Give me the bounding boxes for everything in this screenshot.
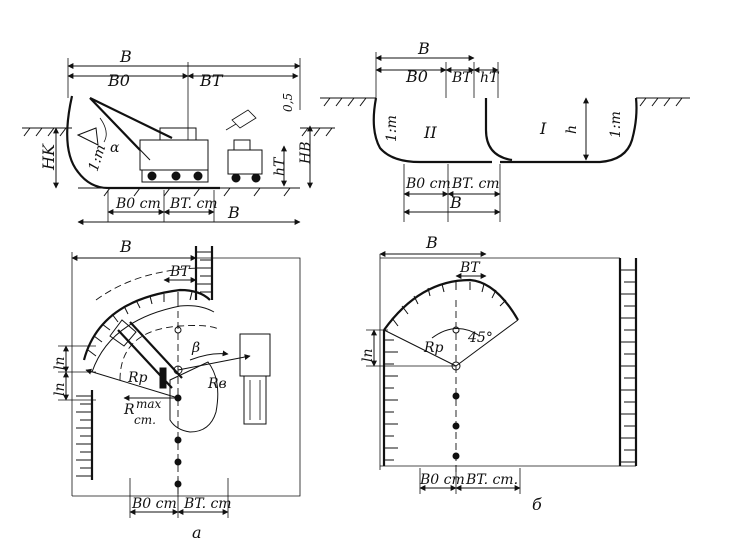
truck-plan — [239, 333, 271, 425]
label-plan-b-digging-radius: Rp — [423, 340, 444, 356]
ground-line-left — [22, 127, 335, 137]
zone-divider — [484, 98, 513, 162]
label-width-excavator-right: B0 — [405, 67, 428, 86]
dump-truck — [225, 109, 263, 183]
label-plan-a-swing-angle: β — [191, 340, 200, 356]
label-panel-a: а — [192, 523, 202, 542]
label-plan-a-transport: BT — [169, 264, 191, 280]
label-plan-a-transport-standing: BT. ст — [183, 496, 232, 512]
label-width-total-right: B — [417, 39, 430, 58]
pit-edge-left-ruler — [76, 390, 94, 480]
label-panel-b: б — [532, 495, 542, 514]
label-width-excavator-standing-right: B0 ст — [405, 176, 451, 192]
label-plan-a-unload-radius: Rв — [207, 376, 227, 392]
pit-edge-left-ruler-b — [382, 330, 398, 466]
label-plan-a-standing-radius-sup: max — [136, 397, 162, 411]
zone-one-profile — [500, 97, 638, 164]
label-plan-a-standing-radius: R — [123, 402, 135, 418]
label-width-excavator: B0 — [107, 71, 130, 90]
digging-face-arc-b — [383, 278, 519, 331]
label-slope: 1:m — [86, 143, 110, 174]
pit-edge-right-ruler-b — [618, 258, 638, 466]
excavation-profile — [66, 95, 220, 190]
bottom-hatch — [103, 187, 291, 197]
label-plan-b-advance: ln — [360, 349, 376, 363]
label-plan-b-width: B — [425, 233, 438, 252]
label-truck-height: hT — [272, 156, 288, 176]
label-width-excavator-standing: B0 ст — [115, 196, 161, 212]
label-unload-height: HB — [298, 142, 314, 166]
label-truck-height-right: hT — [480, 70, 500, 86]
zone-two-profile — [372, 97, 492, 164]
section-excavator-truck: B B0 BT HK 1:m α 0,5 hT HB B0 ст BT. ст … — [22, 47, 335, 225]
label-angle-alpha: α — [110, 140, 120, 156]
label-plan-b-transport: BT — [459, 260, 481, 276]
plan-view-a: B BT ln ln Rp R max ст. Rв β B0 ст BT. с… — [52, 237, 301, 542]
label-width-transport-right: BT — [451, 70, 473, 86]
excavator-plan — [109, 319, 219, 433]
label-slope-left: 1:m — [384, 115, 400, 142]
label-width-bottom-right: B — [449, 193, 462, 212]
label-depth-bench: HK — [39, 143, 58, 171]
label-slope-right: 1:m — [608, 111, 624, 138]
label-plan-a-width: B — [119, 237, 132, 256]
ground-line-right — [320, 97, 690, 107]
label-zone-two: II — [423, 123, 437, 142]
label-zone-one: I — [539, 119, 547, 138]
section-two-zones: B B0 BT hT I II h 1:m 1:m B0 ст BT. ст B — [320, 39, 690, 222]
label-depth: h — [564, 125, 580, 134]
label-plan-b-transport-standing: BT. ст. — [465, 472, 518, 488]
digging-face-arc — [82, 288, 211, 361]
label-clearance: 0,5 — [281, 93, 295, 112]
label-plan-b-angle: 45° — [467, 330, 493, 346]
label-width-bottom: B — [227, 203, 240, 222]
excavator — [76, 97, 209, 183]
label-plan-a-advance-lower: ln — [52, 383, 68, 397]
label-plan-a-digging-radius: Rp — [127, 370, 148, 386]
label-plan-b-excavator-standing: B0 ст — [419, 472, 465, 488]
label-width-transport: BT — [199, 71, 224, 90]
label-plan-a-excavator-standing: B0 ст — [131, 496, 177, 512]
label-width-total: B — [119, 47, 132, 66]
label-width-transport-standing-right: BT. ст — [451, 176, 500, 192]
label-plan-a-standing-radius-sub: ст. — [134, 413, 156, 427]
plan-view-b: B BT ln Rp 45° B0 ст BT. ст. б — [360, 233, 638, 514]
label-width-transport-standing: BT. ст — [169, 196, 218, 212]
label-plan-a-advance: ln — [52, 357, 68, 371]
